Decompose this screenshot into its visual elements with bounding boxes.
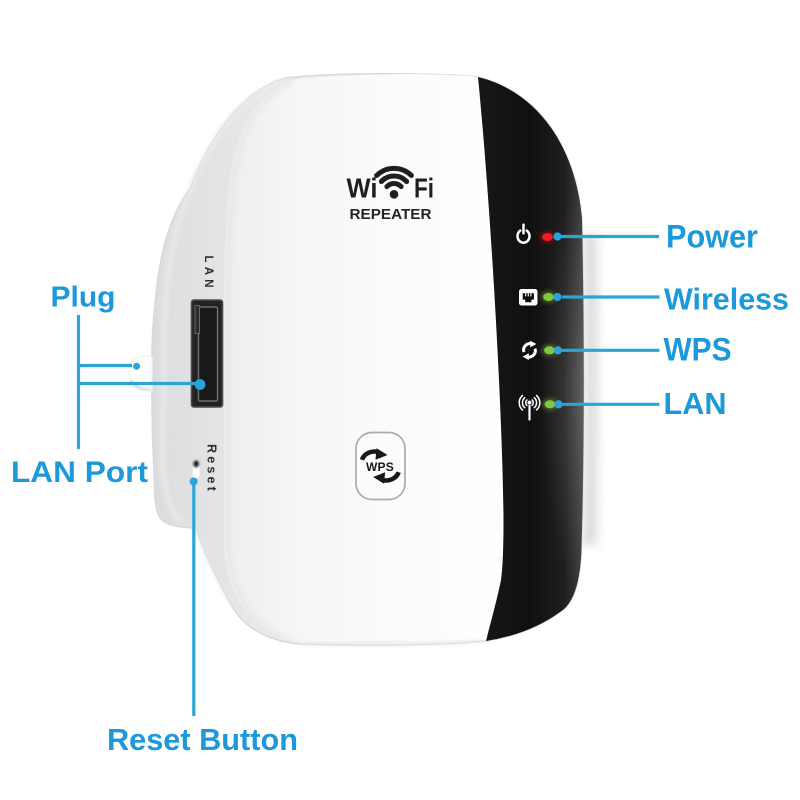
- svg-text:Plug: Plug: [51, 282, 116, 314]
- svg-text:Reset Button: Reset Button: [107, 723, 298, 757]
- svg-text:LAN: LAN: [202, 256, 214, 292]
- svg-text:LAN Port: LAN Port: [11, 456, 148, 489]
- svg-text:Wi: Wi: [347, 173, 378, 204]
- svg-text:LAN: LAN: [664, 386, 727, 421]
- svg-text:Fi: Fi: [414, 173, 434, 204]
- svg-text:WPS: WPS: [664, 332, 732, 368]
- svg-text:Power: Power: [666, 218, 758, 255]
- svg-text:Wireless: Wireless: [664, 283, 789, 317]
- svg-text:WPS: WPS: [366, 460, 394, 474]
- svg-text:REPEATER: REPEATER: [350, 207, 433, 223]
- svg-text:Reset: Reset: [205, 444, 219, 494]
